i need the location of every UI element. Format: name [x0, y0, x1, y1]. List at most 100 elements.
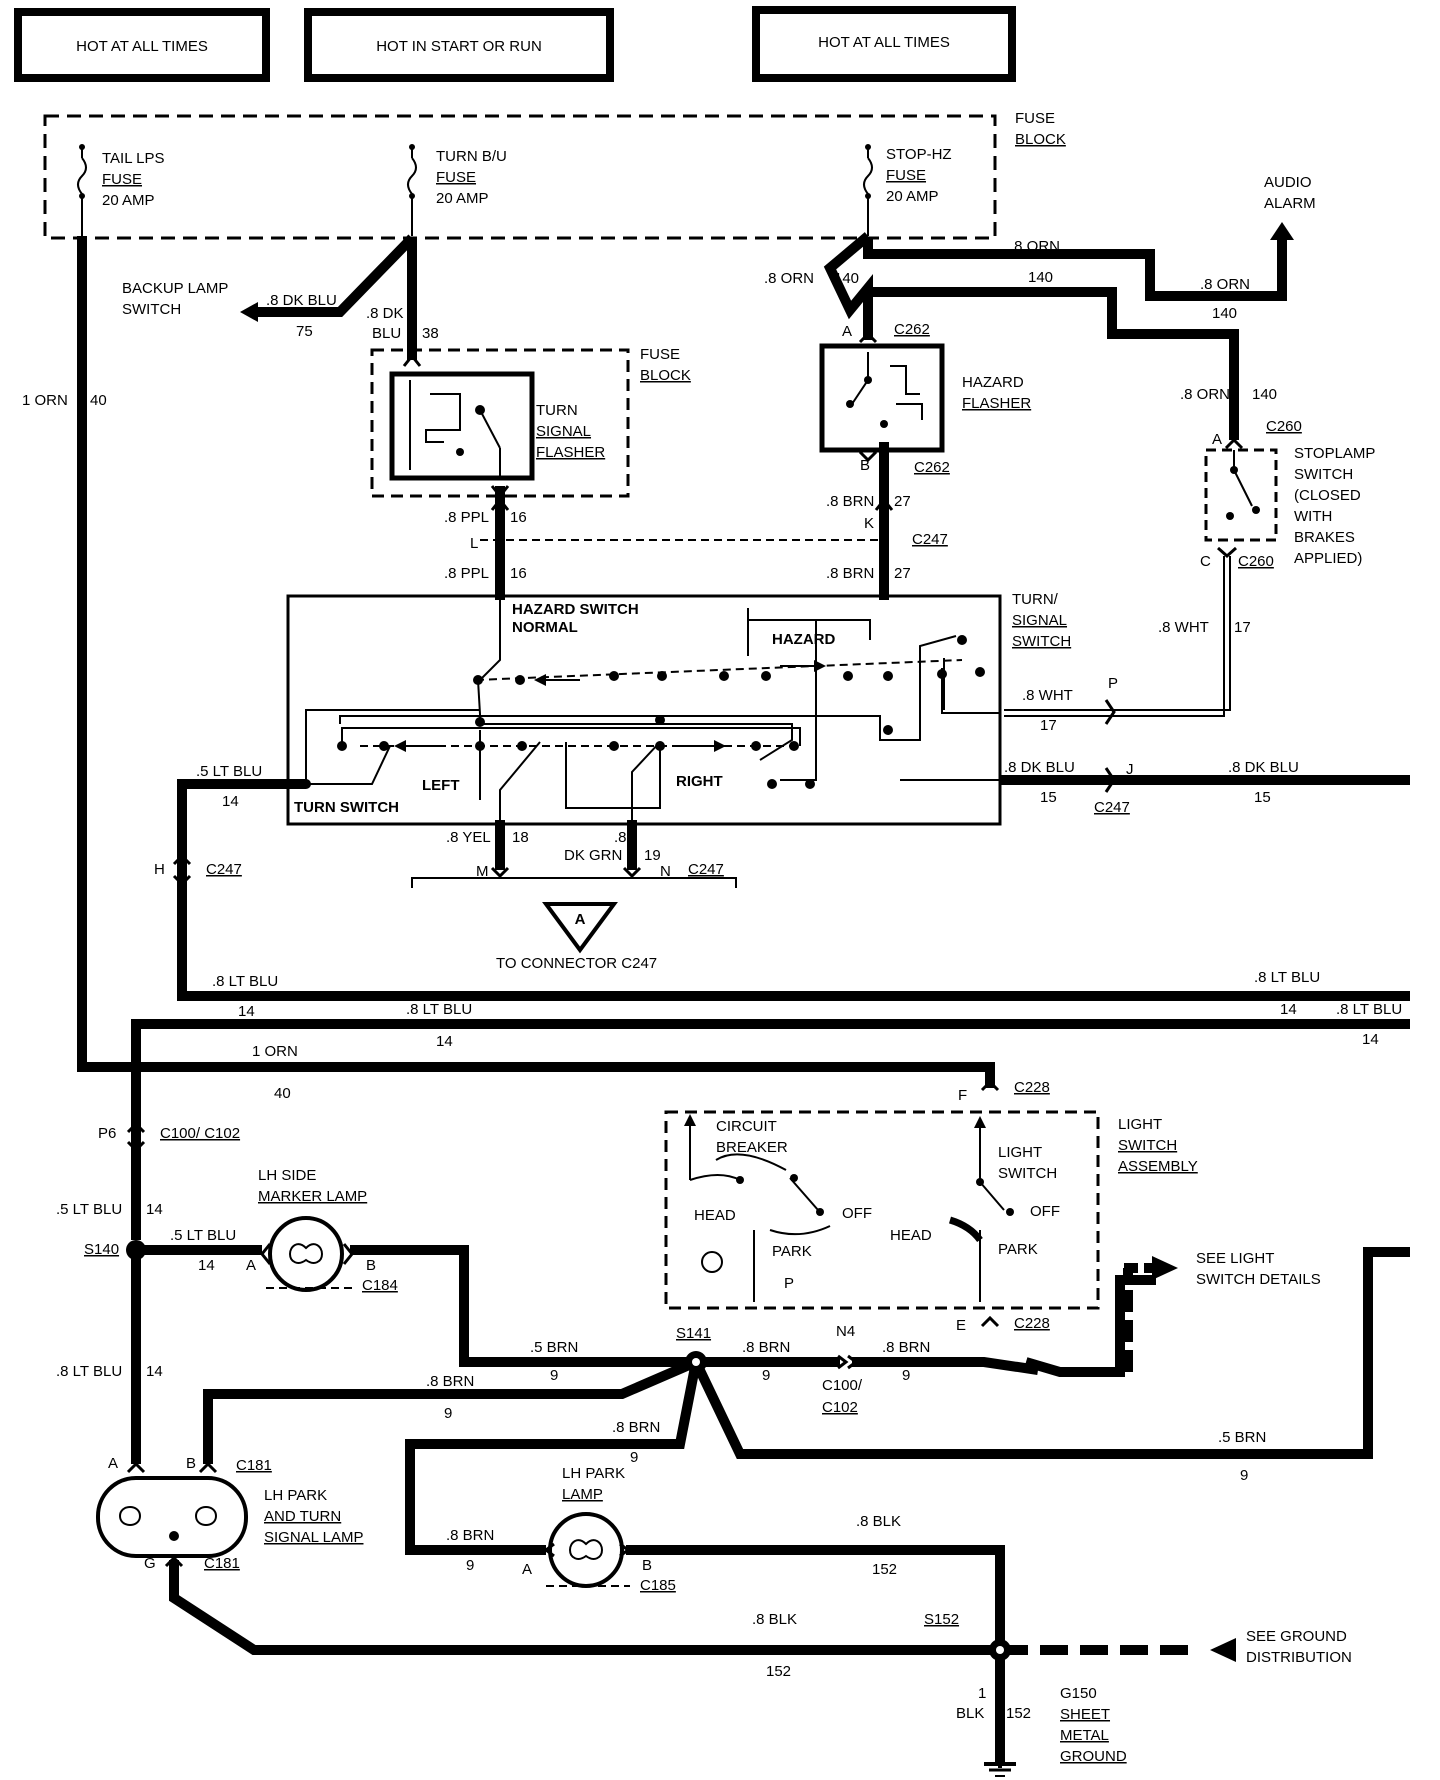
wire-8-orn-140-stop — [868, 287, 1239, 440]
svg-text:.8 BRN: .8 BRN — [742, 1339, 790, 1356]
svg-text:.8 BRN: .8 BRN — [826, 493, 874, 510]
svg-text:.5 LT BLU: .5 LT BLU — [56, 1201, 122, 1218]
splice-s140 — [126, 1240, 146, 1260]
svg-text:.8 DK BLU: .8 DK BLU — [266, 292, 337, 309]
svg-text:1 ORN: 1 ORN — [252, 1043, 298, 1060]
svg-text:FUSE: FUSE — [436, 169, 476, 186]
svg-text:N4: N4 — [836, 1323, 855, 1340]
header-hot-at-all-times-2: HOT AT ALL TIMES — [752, 6, 1016, 82]
header-hot-in-start-or-run: HOT IN START OR RUN — [304, 8, 614, 82]
svg-text:BACKUP LAMP: BACKUP LAMP — [122, 280, 228, 297]
svg-text:.8 YEL: .8 YEL — [446, 829, 491, 846]
svg-text:17: 17 — [1234, 619, 1251, 636]
wire-8-orn-140-right — [863, 235, 1287, 301]
svg-text:C181: C181 — [204, 1555, 240, 1572]
svg-text:C247: C247 — [1094, 799, 1130, 816]
svg-text:OFF: OFF — [842, 1205, 872, 1222]
svg-text:C100/: C100/ — [822, 1377, 863, 1394]
svg-text:TURN: TURN — [536, 402, 578, 419]
svg-text:SIGNAL LAMP: SIGNAL LAMP — [264, 1529, 363, 1546]
pin-labels: A B K L A C P J H M N F E P6 N4 A B A B … — [98, 323, 1222, 1578]
svg-text:A: A — [1212, 431, 1222, 448]
svg-text:B: B — [186, 1455, 196, 1472]
svg-text:C247: C247 — [912, 531, 948, 548]
svg-text:B: B — [860, 457, 870, 474]
svg-text:P6: P6 — [98, 1125, 116, 1142]
svg-text:C100/ C102: C100/ C102 — [160, 1125, 240, 1142]
svg-text:19: 19 — [644, 847, 661, 864]
ground-distribution-wire — [1000, 1638, 1236, 1662]
svg-text:SWITCH: SWITCH — [998, 1165, 1057, 1182]
svg-text:.8 ORN: .8 ORN — [764, 270, 814, 287]
svg-text:C262: C262 — [914, 459, 950, 476]
svg-text:FUSE: FUSE — [640, 346, 680, 363]
svg-text:SWITCH: SWITCH — [1118, 1137, 1177, 1154]
svg-text:9: 9 — [902, 1367, 910, 1384]
svg-text:MARKER LAMP: MARKER LAMP — [258, 1188, 367, 1205]
svg-text:.8 WHT: .8 WHT — [1158, 619, 1209, 636]
svg-text:E: E — [956, 1317, 966, 1334]
svg-text:75: 75 — [296, 323, 313, 340]
stoplamp-switch: STOPLAMP SWITCH (CLOSED WITH BRAKES APPL… — [1204, 445, 1375, 567]
svg-text:WITH: WITH — [1294, 508, 1332, 525]
wire-8-dk-blu-75 — [250, 234, 416, 317]
svg-text:J: J — [1126, 761, 1134, 778]
svg-text:B: B — [366, 1257, 376, 1274]
svg-text:.5 LT BLU: .5 LT BLU — [170, 1227, 236, 1244]
svg-text:LEFT: LEFT — [422, 777, 460, 794]
svg-text:.5 BRN: .5 BRN — [1218, 1429, 1266, 1446]
fuse-tail-lps: TAIL LPS FUSE 20 AMP — [77, 144, 165, 236]
svg-text:.8 DK: .8 DK — [366, 305, 404, 322]
svg-text:PARK: PARK — [998, 1241, 1038, 1258]
header-hot-at-all-times-1: HOT AT ALL TIMES — [14, 8, 270, 82]
svg-text:.8: .8 — [614, 829, 627, 846]
svg-text:.8 BLK: .8 BLK — [752, 1611, 797, 1628]
svg-text:.8 LT BLU: .8 LT BLU — [406, 1001, 472, 1018]
svg-text:.8 BLK: .8 BLK — [856, 1513, 901, 1530]
svg-text:TAIL LPS: TAIL LPS — [102, 150, 165, 167]
svg-text:ASSEMBLY: ASSEMBLY — [1118, 1158, 1198, 1175]
svg-text:LIGHT: LIGHT — [998, 1144, 1042, 1161]
svg-text:C228: C228 — [1014, 1315, 1050, 1332]
svg-text:C228: C228 — [1014, 1079, 1050, 1096]
svg-text:152: 152 — [872, 1561, 897, 1578]
see-light-switch-details: SEE LIGHT SWITCH DETAILS — [1124, 1250, 1321, 1288]
svg-text:G: G — [144, 1555, 156, 1572]
svg-text:K: K — [864, 515, 874, 532]
svg-text:15: 15 — [1254, 789, 1271, 806]
svg-text:NORMAL: NORMAL — [512, 619, 578, 636]
svg-text:HEAD: HEAD — [890, 1227, 932, 1244]
svg-text:.5 LT BLU: .5 LT BLU — [196, 763, 262, 780]
svg-text:14: 14 — [1362, 1031, 1379, 1048]
svg-text:.8 LT BLU: .8 LT BLU — [212, 973, 278, 990]
svg-text:A: A — [842, 323, 852, 340]
svg-text:HOT IN START OR RUN: HOT IN START OR RUN — [376, 38, 542, 55]
svg-text:P: P — [1108, 675, 1118, 692]
svg-text:S141: S141 — [676, 1325, 711, 1342]
svg-text:.8 LT BLU: .8 LT BLU — [56, 1363, 122, 1380]
svg-text:C181: C181 — [236, 1457, 272, 1474]
svg-text:M: M — [476, 863, 489, 880]
svg-text:FUSE: FUSE — [886, 167, 926, 184]
wire-8-blk-152a — [626, 1545, 1005, 1650]
svg-text:.8 DK BLU: .8 DK BLU — [1228, 759, 1299, 776]
svg-text:1 ORN: 1 ORN — [22, 392, 68, 409]
lh-park-and-turn-signal-lamp: LH PARK AND TURN SIGNAL LAMP — [96, 1476, 363, 1558]
ground-g150: G150 SHEET METAL GROUND — [984, 1685, 1127, 1777]
svg-text:TURN B/U: TURN B/U — [436, 148, 507, 165]
fuse-block-top: FUSE BLOCK — [43, 110, 1066, 240]
svg-text:16: 16 — [510, 509, 527, 526]
svg-text:ALARM: ALARM — [1264, 195, 1316, 212]
svg-text:18: 18 — [512, 829, 529, 846]
svg-text:B: B — [642, 1557, 652, 1574]
connector-labels: C262 C262 C247 C247 C247 C247 C260 C260 … — [84, 321, 1302, 1628]
svg-text:.5 BRN: .5 BRN — [530, 1339, 578, 1356]
lh-side-marker-lamp: LH SIDE MARKER LAMP — [258, 1167, 367, 1292]
svg-text:16: 16 — [510, 565, 527, 582]
svg-text:BLU: BLU — [372, 325, 401, 342]
svg-text:27: 27 — [894, 493, 911, 510]
svg-text:OFF: OFF — [1030, 1203, 1060, 1220]
svg-text:9: 9 — [550, 1367, 558, 1384]
svg-text:C184: C184 — [362, 1277, 398, 1294]
wire-5-lt-blu-14 — [177, 779, 1410, 1001]
